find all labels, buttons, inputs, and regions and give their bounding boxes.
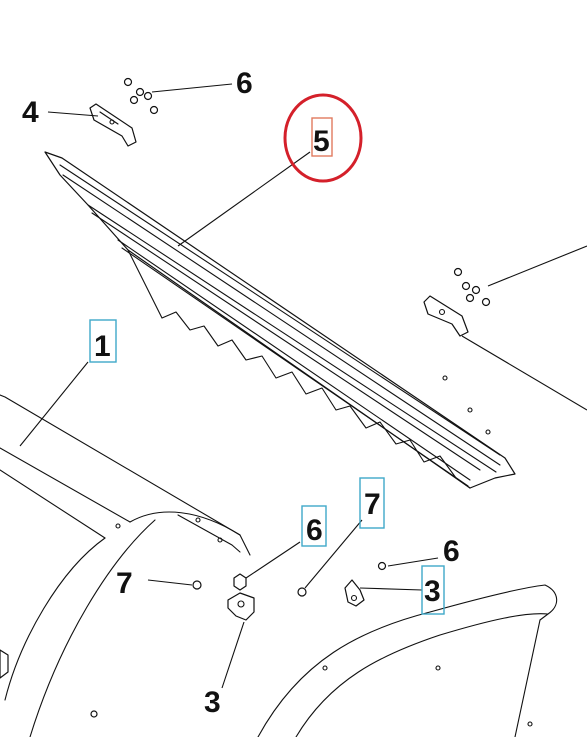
callout-7a-highlight-box <box>359 477 385 529</box>
part-6-fasteners-top <box>123 77 159 115</box>
part-housing-bottom-right <box>257 584 558 737</box>
callout-3a: 3 <box>424 575 441 608</box>
callout-6c: 6 <box>443 535 460 568</box>
callout-1: 1 <box>94 330 111 363</box>
callout-3a-highlight-box <box>421 565 445 615</box>
callout-5-highlight-box <box>311 117 333 157</box>
callout-7a: 7 <box>364 488 381 521</box>
part-6-fasteners-right <box>453 267 491 307</box>
part-3-angle-bracket-right <box>344 579 365 607</box>
callout-6b-highlight-box <box>301 505 327 547</box>
callout-6b: 6 <box>306 514 323 547</box>
part-1-housing <box>0 394 251 737</box>
part-3-angle-bracket-left <box>227 592 255 621</box>
leader-lines <box>19 83 587 689</box>
part-7-nut-left <box>192 580 202 590</box>
part-6-nut-right <box>377 561 387 571</box>
part-5-serrated-strip <box>44 151 516 489</box>
part-4-bracket-right <box>423 295 469 337</box>
part-6-nut-center <box>233 573 247 591</box>
callout-4: 4 <box>22 96 39 129</box>
callout-1-highlight-box <box>89 319 117 363</box>
part-7-nut-center <box>297 587 307 597</box>
callout-6a: 6 <box>236 67 253 100</box>
callout-5: 5 <box>313 125 330 158</box>
part-4-bracket <box>89 103 137 147</box>
callout-7b: 7 <box>116 567 133 600</box>
callout-5-circle <box>283 93 363 183</box>
callout-3b: 3 <box>204 686 221 719</box>
